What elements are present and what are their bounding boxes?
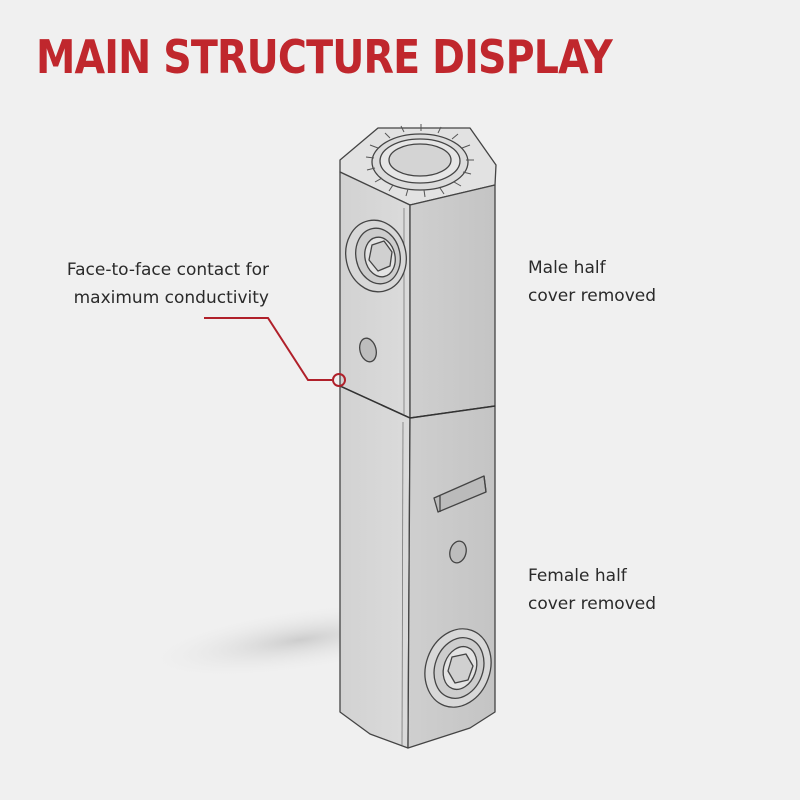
contact-hole — [388, 143, 452, 177]
callout-male-line1: Male half — [528, 258, 606, 278]
callout-contact-line1: Face-to-face contact for — [66, 260, 269, 280]
callout-female-line1: Female half — [528, 566, 627, 586]
callout-male-line2: cover removed — [528, 286, 657, 306]
female-hex-recess — [447, 653, 474, 684]
callout-female-half: Female half cover removed — [528, 562, 656, 618]
female-front-face — [339, 385, 411, 749]
callout-female-line2: cover removed — [528, 594, 657, 614]
callout-contact-line2: maximum conductivity — [73, 288, 269, 308]
male-small-hole — [359, 337, 377, 363]
callout-male-half: Male half cover removed — [528, 254, 656, 310]
male-hex-recess — [368, 240, 393, 272]
contact-leader-line — [204, 317, 332, 381]
male-side-face — [409, 184, 496, 419]
callout-contact: Face-to-face contact for maximum conduct… — [67, 256, 269, 312]
page-title: MAIN STRUCTURE DISPLAY — [36, 30, 613, 84]
male-front-face — [339, 171, 411, 419]
contact-point-marker — [332, 373, 346, 387]
female-small-hole — [449, 540, 467, 564]
ring-tick-marks — [365, 124, 474, 198]
